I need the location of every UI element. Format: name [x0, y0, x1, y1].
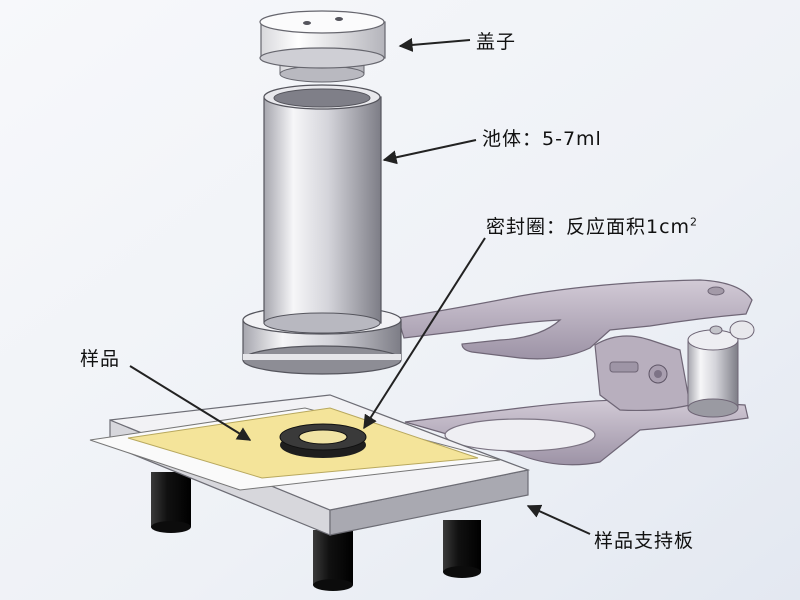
leader-arrows [129, 37, 591, 535]
label-cell: 池体：5-7ml [482, 128, 602, 150]
arrow-support-plate [526, 504, 591, 535]
support-feet [151, 472, 481, 591]
label-seal-ring: 密封圈：反应面积1cm2 [486, 212, 698, 239]
arrow-cell [382, 139, 477, 165]
label-seal-ring-text: 密封圈：反应面积1cm [486, 216, 691, 238]
arrow-seal-ring [363, 237, 486, 430]
arrow-cap [398, 37, 471, 52]
label-cap: 盖子 [476, 31, 517, 53]
arrow-sample [129, 365, 252, 441]
label-seal-ring-superscript: 2 [690, 215, 699, 229]
clamp [397, 279, 755, 466]
seal-ring [279, 423, 367, 458]
cap [259, 10, 386, 83]
cell-body [242, 84, 402, 375]
label-support-plate: 样品支持板 [594, 530, 695, 552]
label-sample: 样品 [80, 348, 121, 370]
